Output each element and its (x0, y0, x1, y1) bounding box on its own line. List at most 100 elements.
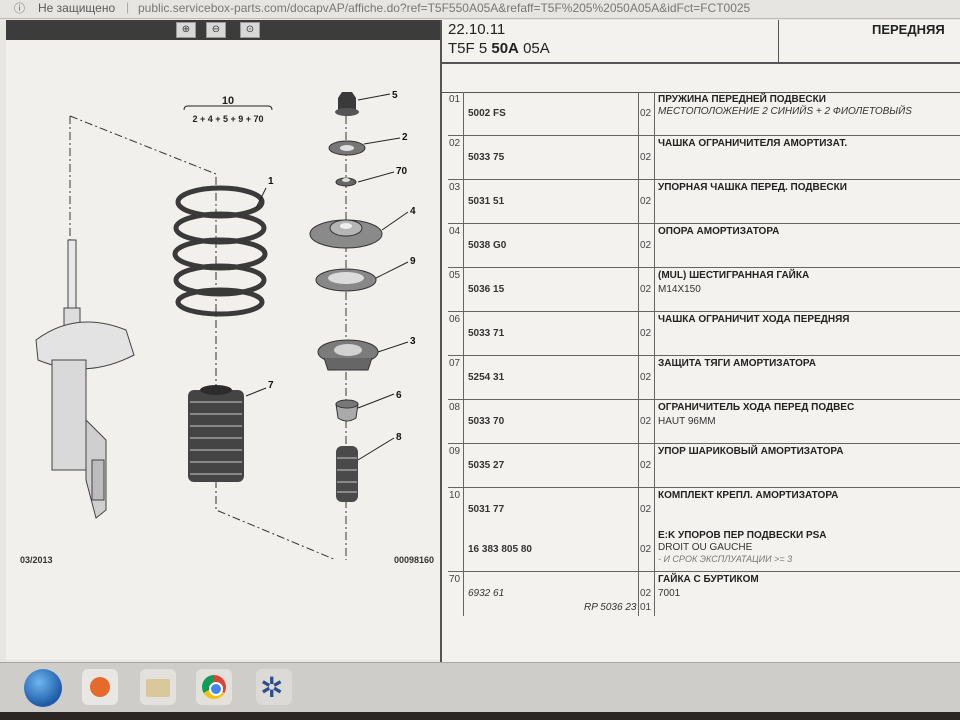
info-icon[interactable]: ⓘ (14, 3, 25, 15)
row-num-text: 02 (449, 138, 461, 149)
part-ref[interactable]: 5033 71 (468, 328, 505, 339)
col-divider (654, 572, 655, 616)
ref-cell: 6932 61 (464, 572, 639, 616)
callout-7: 7 (268, 380, 274, 391)
qty: 02 (640, 372, 652, 383)
part-ref[interactable]: 6932 61 (468, 588, 505, 599)
col-divider (654, 224, 655, 267)
ref-cell: 5031 77 16 383 805 80 (464, 488, 639, 571)
ref-cell: 5038 G0 (464, 224, 639, 267)
part-subtitle: МЕСТОПОЛОЖЕНИЕ 2 СИНИЙS + 2 ФИОЛЕТОВЫЙS (658, 106, 912, 117)
callout-6: 6 (396, 390, 402, 401)
start-button[interactable] (24, 669, 62, 707)
parts-header: 22.10.11 T5F 5 50A 05A ПЕРЕДНЯЯ (442, 20, 960, 64)
table-row[interactable]: 03 5031 51 02 УПОРНАЯ ЧАШКА ПЕРЕД. ПОДВЕ… (448, 180, 960, 224)
row-number: 07 (448, 356, 464, 399)
qty: 02 (640, 460, 652, 471)
ref-cell: 5031 51 (464, 180, 639, 223)
row-num-text: 10 (449, 490, 461, 501)
part-ref[interactable]: 5038 G0 (468, 240, 507, 251)
row-num-text: 06 (449, 314, 461, 325)
part-title: ЗАЩИТА ТЯГИ АМОРТИЗАТОРА (658, 358, 816, 369)
zoom-out-icon[interactable]: ⊖ (206, 22, 226, 38)
qty: 02 (640, 328, 652, 339)
play-icon (90, 677, 110, 697)
row-num-text: 01 (449, 94, 461, 105)
row-number: 08 (448, 400, 464, 443)
zoom-in-icon[interactable]: ⊕ (176, 22, 196, 38)
part-ref[interactable]: 5254 31 (468, 372, 505, 383)
diagram-date: 03/2013 (20, 555, 53, 565)
part-ref[interactable]: 5033 70 (468, 416, 505, 427)
table-row[interactable]: 10 5031 77 16 383 805 80 02 02 КОМПЛЕКТ … (448, 488, 960, 572)
qty-2: 01 (640, 602, 652, 613)
row-number: 09 (448, 444, 464, 487)
part-title: ГАЙКА С БУРТИКОМ (658, 574, 759, 585)
part-subtitle-2: DROIT OU GAUCHE (658, 542, 753, 553)
header-date: 22.10.11 (448, 21, 506, 38)
taskbar: ✲ (0, 662, 960, 713)
qty: 02 (640, 240, 652, 251)
ref-cell: 5035 27 (464, 444, 639, 487)
zoom-fit-icon[interactable]: ⊙ (240, 22, 260, 38)
part-title: УПОРНАЯ ЧАШКА ПЕРЕД. ПОДВЕСКИ (658, 182, 847, 193)
row-num-text: 08 (449, 402, 461, 413)
table-row[interactable]: 09 5035 27 02 УПОР ШАРИКОВЫЙ АМОРТИЗАТОР… (448, 444, 960, 488)
address-bar[interactable]: ⓘ Не защищено | public.servicebox-parts.… (0, 0, 960, 19)
app-glyph-icon: ✲ (260, 672, 284, 703)
qty: 02 (640, 196, 652, 207)
part-ref[interactable]: 5035 27 (468, 460, 505, 471)
col-divider (654, 268, 655, 311)
part-ref-2[interactable]: 16 383 805 80 (468, 544, 532, 555)
ref-cell: 5033 71 (464, 312, 639, 355)
row-number: 03 (448, 180, 464, 223)
callout-4: 4 (410, 206, 416, 217)
divider: | (126, 0, 130, 14)
bump-cup (335, 399, 359, 422)
parts-list-panel: 22.10.11 T5F 5 50A 05A ПЕРЕДНЯЯ 01 5002 … (440, 20, 960, 662)
replacement-ref[interactable]: RP 5036 23 (584, 602, 637, 613)
part-ref[interactable]: 5031 51 (468, 196, 505, 207)
ref-cell: 5033 70 (464, 400, 639, 443)
table-row[interactable]: 06 5033 71 02 ЧАШКА ОГРАНИЧИТ ХОДА ПЕРЕД… (448, 312, 960, 356)
table-row[interactable]: 70 6932 61 RP 5036 23 02 01 ГАЙКА С БУРТ… (448, 572, 960, 616)
row-number: 70 (448, 572, 464, 616)
part-ref[interactable]: 5031 77 (468, 504, 505, 515)
part-title: ЧАШКА ОГРАНИЧИТ ХОДА ПЕРЕДНЯЯ (658, 314, 850, 325)
app-icon[interactable]: ✲ (256, 669, 292, 705)
row-num-text: 05 (449, 270, 461, 281)
row-number: 04 (448, 224, 464, 267)
part-title: ЧАШКА ОГРАНИЧИТЕЛЯ АМОРТИЗАТ. (658, 138, 848, 149)
table-row[interactable]: 01 5002 FS 02 ПРУЖИНА ПЕРЕДНЕЙ ПОДВЕСКИ … (448, 92, 960, 136)
code-suffix: 05A (523, 40, 550, 57)
media-player-icon[interactable] (82, 669, 118, 705)
part-note: - И СРОК ЭКСПЛУАТАЦИИ >= 3 (658, 554, 793, 564)
url-text[interactable]: public.servicebox-parts.com/docapvAP/aff… (138, 1, 751, 15)
qty: 02 (640, 504, 652, 515)
part-ref[interactable]: 5002 FS (468, 108, 506, 119)
part-ref[interactable]: 5036 15 (468, 284, 505, 295)
table-row[interactable]: 04 5038 G0 02 ОПОРА АМОРТИЗАТОРА (448, 224, 960, 268)
table-row[interactable]: 05 5036 15 02 (MUL) ШЕСТИГРАННАЯ ГАЙКА M… (448, 268, 960, 312)
chrome-icon[interactable] (196, 669, 232, 705)
group-formula: 2 + 4 + 5 + 9 + 70 (192, 114, 263, 124)
part-title: ОПОРА АМОРТИЗАТОРА (658, 226, 780, 237)
limiter-cup (328, 140, 366, 156)
row-num-text: 04 (449, 226, 461, 237)
row-num-text: 70 (449, 574, 461, 585)
header-divider (778, 20, 779, 62)
part-ref[interactable]: 5033 75 (468, 152, 505, 163)
part-subtitle: 7001 (658, 588, 681, 599)
file-explorer-icon[interactable] (140, 669, 176, 705)
table-row[interactable]: 02 5033 75 02 ЧАШКА ОГРАНИЧИТЕЛЯ АМОРТИЗ… (448, 136, 960, 180)
part-title: ПРУЖИНА ПЕРЕДНЕЙ ПОДВЕСКИ (658, 94, 826, 105)
zoom-toolbar: ⊕ ⊖ ⊙ (6, 20, 440, 40)
blank-band (442, 64, 960, 93)
table-row[interactable]: 07 5254 31 02 ЗАЩИТА ТЯГИ АМОРТИЗАТОРА (448, 356, 960, 400)
table-row[interactable]: 08 5033 70 02 ОГРАНИЧИТЕЛЬ ХОДА ПЕРЕД ПО… (448, 400, 960, 444)
part-title: УПОР ШАРИКОВЫЙ АМОРТИЗАТОРА (658, 446, 844, 457)
qty: 02 (640, 152, 652, 163)
nut (335, 92, 359, 116)
part-title: (MUL) ШЕСТИГРАННАЯ ГАЙКА (658, 270, 810, 281)
